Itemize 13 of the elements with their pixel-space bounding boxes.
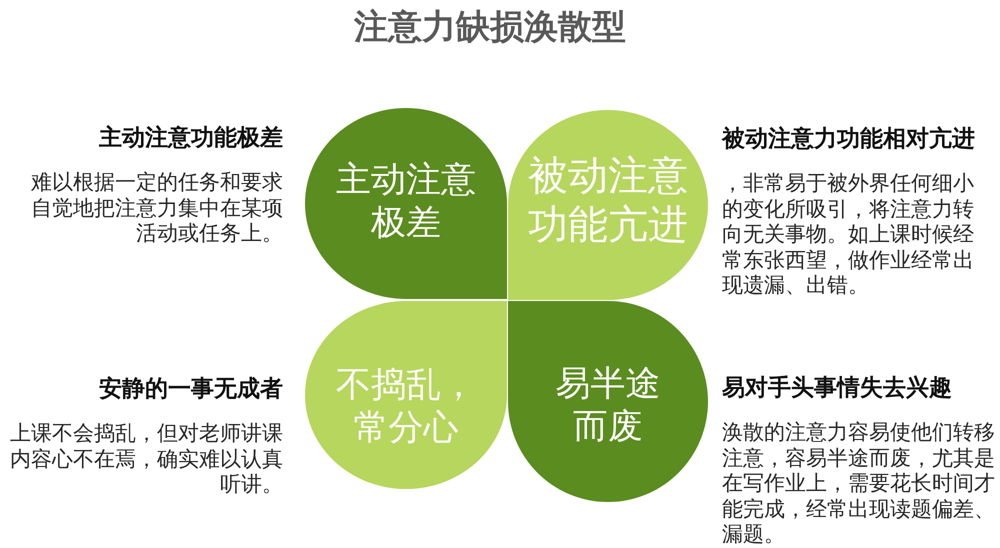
side-description: ，非常易于被外界任何细小的变化所吸引，将注意力转向无关事物。如上课时候经常东张西望，做作业经常出现遗漏、出错。 [722, 171, 975, 298]
leaf-label: 被动注意功能亢进 [527, 152, 689, 250]
leaf-label: 易半途而废 [554, 362, 662, 448]
side-description: 上课不会捣乱，但对老师讲课内容心不在焉，确实难以认真听讲。 [9, 421, 283, 498]
side-heading: 易对手头事情失去兴趣 [722, 374, 952, 402]
side-heading: 被动注意力功能相对亢进 [722, 125, 975, 153]
title: 注意力缺损涣散型 [354, 6, 626, 48]
leaf-label: 主动注意极差 [335, 158, 477, 244]
side-heading: 安静的一事无成者 [99, 375, 283, 403]
side-description: 涣散的注意力容易使他们转移注意，容易半途而废，尤其是在写作业上，需要花长时间才能完成，经常出现读题偏差、漏题。 [722, 420, 996, 548]
side-heading: 主动注意功能极差 [99, 124, 283, 152]
leaf-label: 不捣乱，常分心 [335, 364, 477, 450]
side-description: 难以根据一定的任务和要求自觉地把注意力集中在某项活动或任务上。 [30, 170, 283, 246]
